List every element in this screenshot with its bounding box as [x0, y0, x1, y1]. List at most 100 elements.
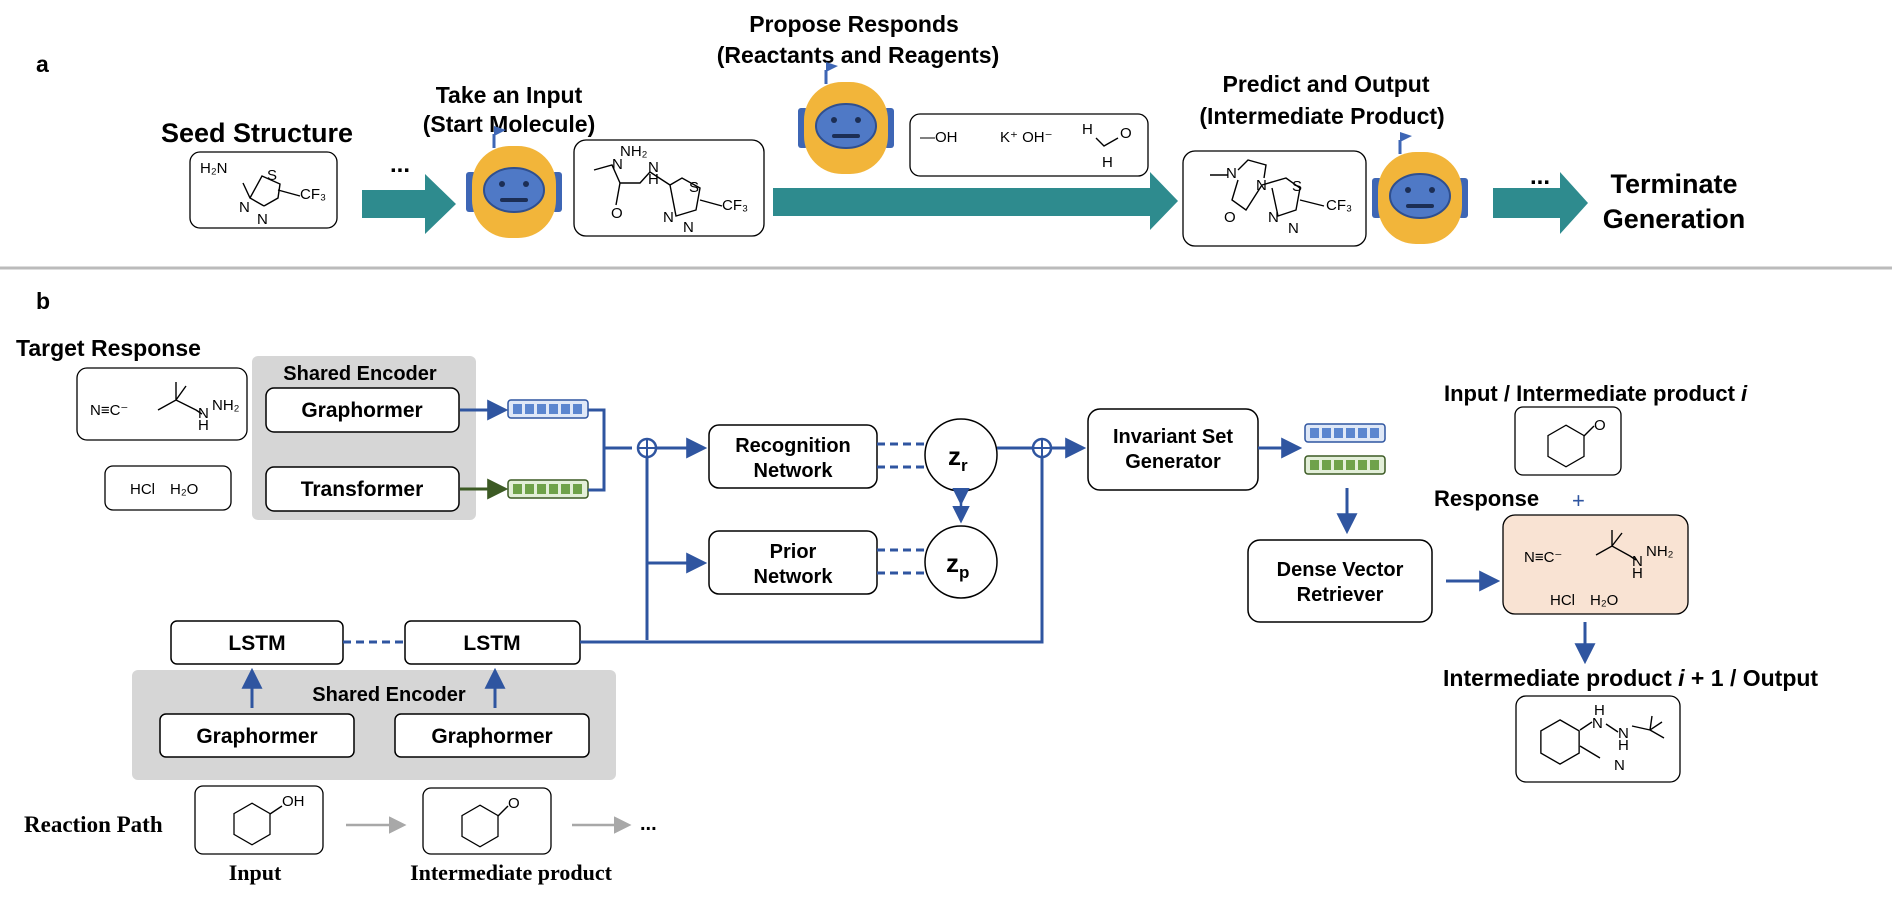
ellipsis-left: ... [390, 151, 410, 178]
terminate-title-2: Generation [1603, 204, 1746, 234]
robot-agent-2 [796, 60, 896, 176]
start-n: N [612, 156, 623, 173]
shared-encoder-bottom-label: Shared Encoder [312, 684, 466, 706]
output-prefix: Intermediate product [1443, 665, 1678, 691]
output-h2: H [1618, 737, 1629, 754]
target-nh: N [198, 405, 209, 422]
merge-lines [588, 408, 632, 492]
start-h: H [648, 171, 659, 188]
resp-nh2: NH₂ [1646, 543, 1674, 560]
start-cf3: CF₃ [722, 197, 748, 214]
graphormer-right-label: Graphormer [431, 725, 552, 748]
latent-zr-letter: z [948, 441, 961, 471]
output-label: Intermediate product i + 1 / Output [1443, 665, 1818, 691]
target-h2o: H₂O [170, 481, 198, 498]
latent-zr-sub: r [961, 456, 968, 475]
lstm-right-label: LSTM [463, 632, 520, 655]
start-nh: N [648, 159, 659, 176]
input-intermediate-label: Input / Intermediate product i [1444, 381, 1748, 406]
invariant-label-1: Invariant Set [1113, 426, 1233, 448]
seed-molecule: H₂N S CF₃ N N [189, 151, 338, 229]
terminate-title-1: Terminate [1610, 169, 1737, 199]
resp-nc: N≡C⁻ [1524, 549, 1562, 566]
prior-label-2: Network [754, 566, 834, 588]
right-ketone-o: O [1594, 417, 1606, 434]
product-n1: N [1226, 165, 1237, 182]
take-input-title-1: Take an Input [436, 82, 583, 108]
latent-zp-letter: z [946, 548, 959, 578]
teal-arrow-1 [362, 174, 456, 234]
ellipsis-right: ... [1530, 163, 1550, 190]
graphormer-left-label: Graphormer [196, 725, 317, 748]
feature-vector-green-1 [507, 479, 589, 499]
panel-a-label: a [36, 51, 49, 77]
seed-n2: N [257, 211, 268, 228]
product-cf3: CF₃ [1326, 197, 1352, 214]
product-nb: N [1288, 220, 1299, 237]
output-n2: N [1618, 725, 1629, 742]
reagent-h2: H [1102, 154, 1113, 171]
dashed-latent-links [877, 442, 924, 575]
target-nc: N≡C⁻ [90, 402, 128, 419]
product-s: S [1292, 178, 1302, 195]
resp-h2o: H₂O [1590, 592, 1618, 609]
reagent-oh: —OH [920, 129, 958, 146]
teal-arrow-2 [773, 172, 1178, 230]
input-intermediate-prefix: Input / Intermediate product [1444, 381, 1741, 406]
seed-s: S [267, 167, 277, 184]
seed-structure-title: Seed Structure [161, 118, 353, 148]
right-ketone-molecule: O [1514, 406, 1622, 476]
resp-h: H [1632, 565, 1643, 582]
graphormer-top-label: Graphormer [301, 399, 422, 422]
dense-vector-retriever-box [1247, 539, 1433, 623]
product-n2: N [1256, 177, 1267, 194]
cyclohexanol-molecule: OH [194, 785, 324, 855]
intermediate-caption: Intermediate product [410, 860, 613, 885]
robot-agent-1 [464, 124, 564, 240]
target-h: H [198, 417, 209, 434]
resp-hcl: HCl [1550, 592, 1575, 609]
product-molecule: N N O S CF₃ N N [1182, 150, 1367, 247]
start-o: O [611, 205, 623, 222]
graphormer-left-box [159, 713, 355, 758]
teal-arrow-3 [1493, 172, 1588, 234]
seed-n1: N [239, 199, 250, 216]
feature-vector-blue-1 [507, 399, 589, 419]
reaction-ellipsis: ... [640, 813, 657, 835]
feature-vector-blue-2 [1304, 423, 1386, 443]
response-label: Response [1434, 486, 1539, 511]
response-plus: + [1572, 488, 1585, 513]
cyclohexanone-o: O [508, 795, 520, 812]
concat-node-2 [1031, 437, 1053, 459]
start-molecule: NH₂ N N H O S CF₃ N N [573, 139, 765, 237]
start-s: S [689, 179, 699, 196]
graphormer-right-box [394, 713, 590, 758]
start-na: N [663, 209, 674, 226]
response-molecule: N≡C⁻ N H NH₂ HCl H₂O [1502, 514, 1689, 615]
prior-network-box [708, 530, 878, 595]
dense-label-1: Dense Vector [1277, 559, 1404, 581]
dense-label-2: Retriever [1297, 584, 1384, 606]
cyclohexanol-oh: OH [282, 793, 305, 810]
propose-title-2: (Reactants and Reagents) [717, 42, 999, 68]
feature-vector-green-2 [1304, 455, 1386, 475]
latent-zp-sub: p [959, 563, 969, 582]
robot-agent-3 [1370, 130, 1470, 246]
invariant-set-generator-box [1087, 408, 1259, 491]
latent-zr: zr [948, 441, 968, 475]
lstm-to-concat-line [580, 457, 1044, 644]
line-to-prior [645, 457, 703, 640]
output-i: i [1678, 665, 1685, 691]
resp-n: N [1632, 553, 1643, 570]
seed-cf3: CF₃ [300, 186, 326, 203]
latent-zp-circle [924, 525, 998, 599]
product-o: O [1224, 209, 1236, 226]
reagent-koh: K⁺ OH⁻ [1000, 129, 1053, 146]
recognition-label-2: Network [754, 460, 834, 482]
start-nb: N [683, 219, 694, 236]
input-caption: Input [229, 860, 282, 885]
output-n3: N [1614, 757, 1625, 774]
cyclohexanone-molecule: O [422, 787, 552, 855]
transformer-label: Transformer [301, 478, 424, 501]
target-nh2: NH₂ [212, 397, 240, 414]
